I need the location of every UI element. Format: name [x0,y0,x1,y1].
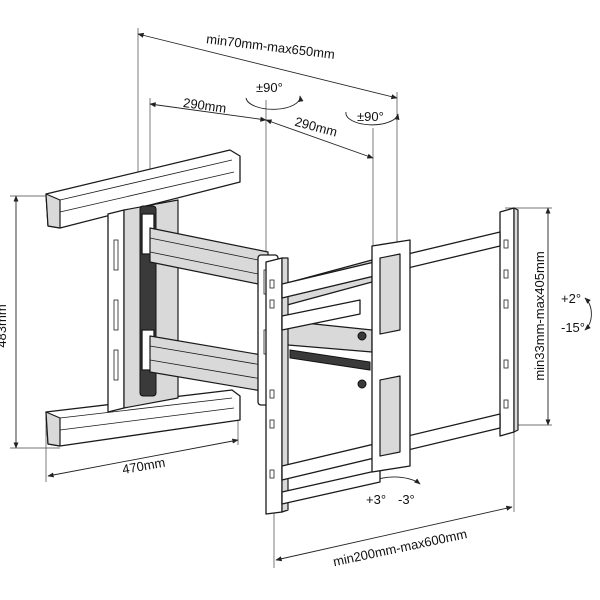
rotation-arrow-icon [245,95,304,110]
vesa-vertical-label: min33mm-max405mm [532,251,547,380]
wall-plate-width-label: 470mm [121,455,166,477]
wall-plate [45,149,241,447]
wall-plate-height-label: 483mm [0,304,9,347]
rotate-minus-label: -3° [398,492,415,507]
rotation-arrow-icon [584,297,592,331]
depth-range-label: min70mm-max650mm [206,31,336,62]
arm-length-2-label: 290mm [293,114,339,140]
rotate-plus-label: +3° [366,492,386,507]
rotation-arrow-icon [345,111,400,126]
vesa-plate [265,207,519,515]
swivel-left-label: ±90° [256,80,283,95]
arm-length-1-label: 290mm [182,95,227,116]
tilt-up-label: +2° [561,291,581,306]
swivel-right-label: ±90° [357,109,384,124]
tilt-down-label: -15° [561,320,585,335]
